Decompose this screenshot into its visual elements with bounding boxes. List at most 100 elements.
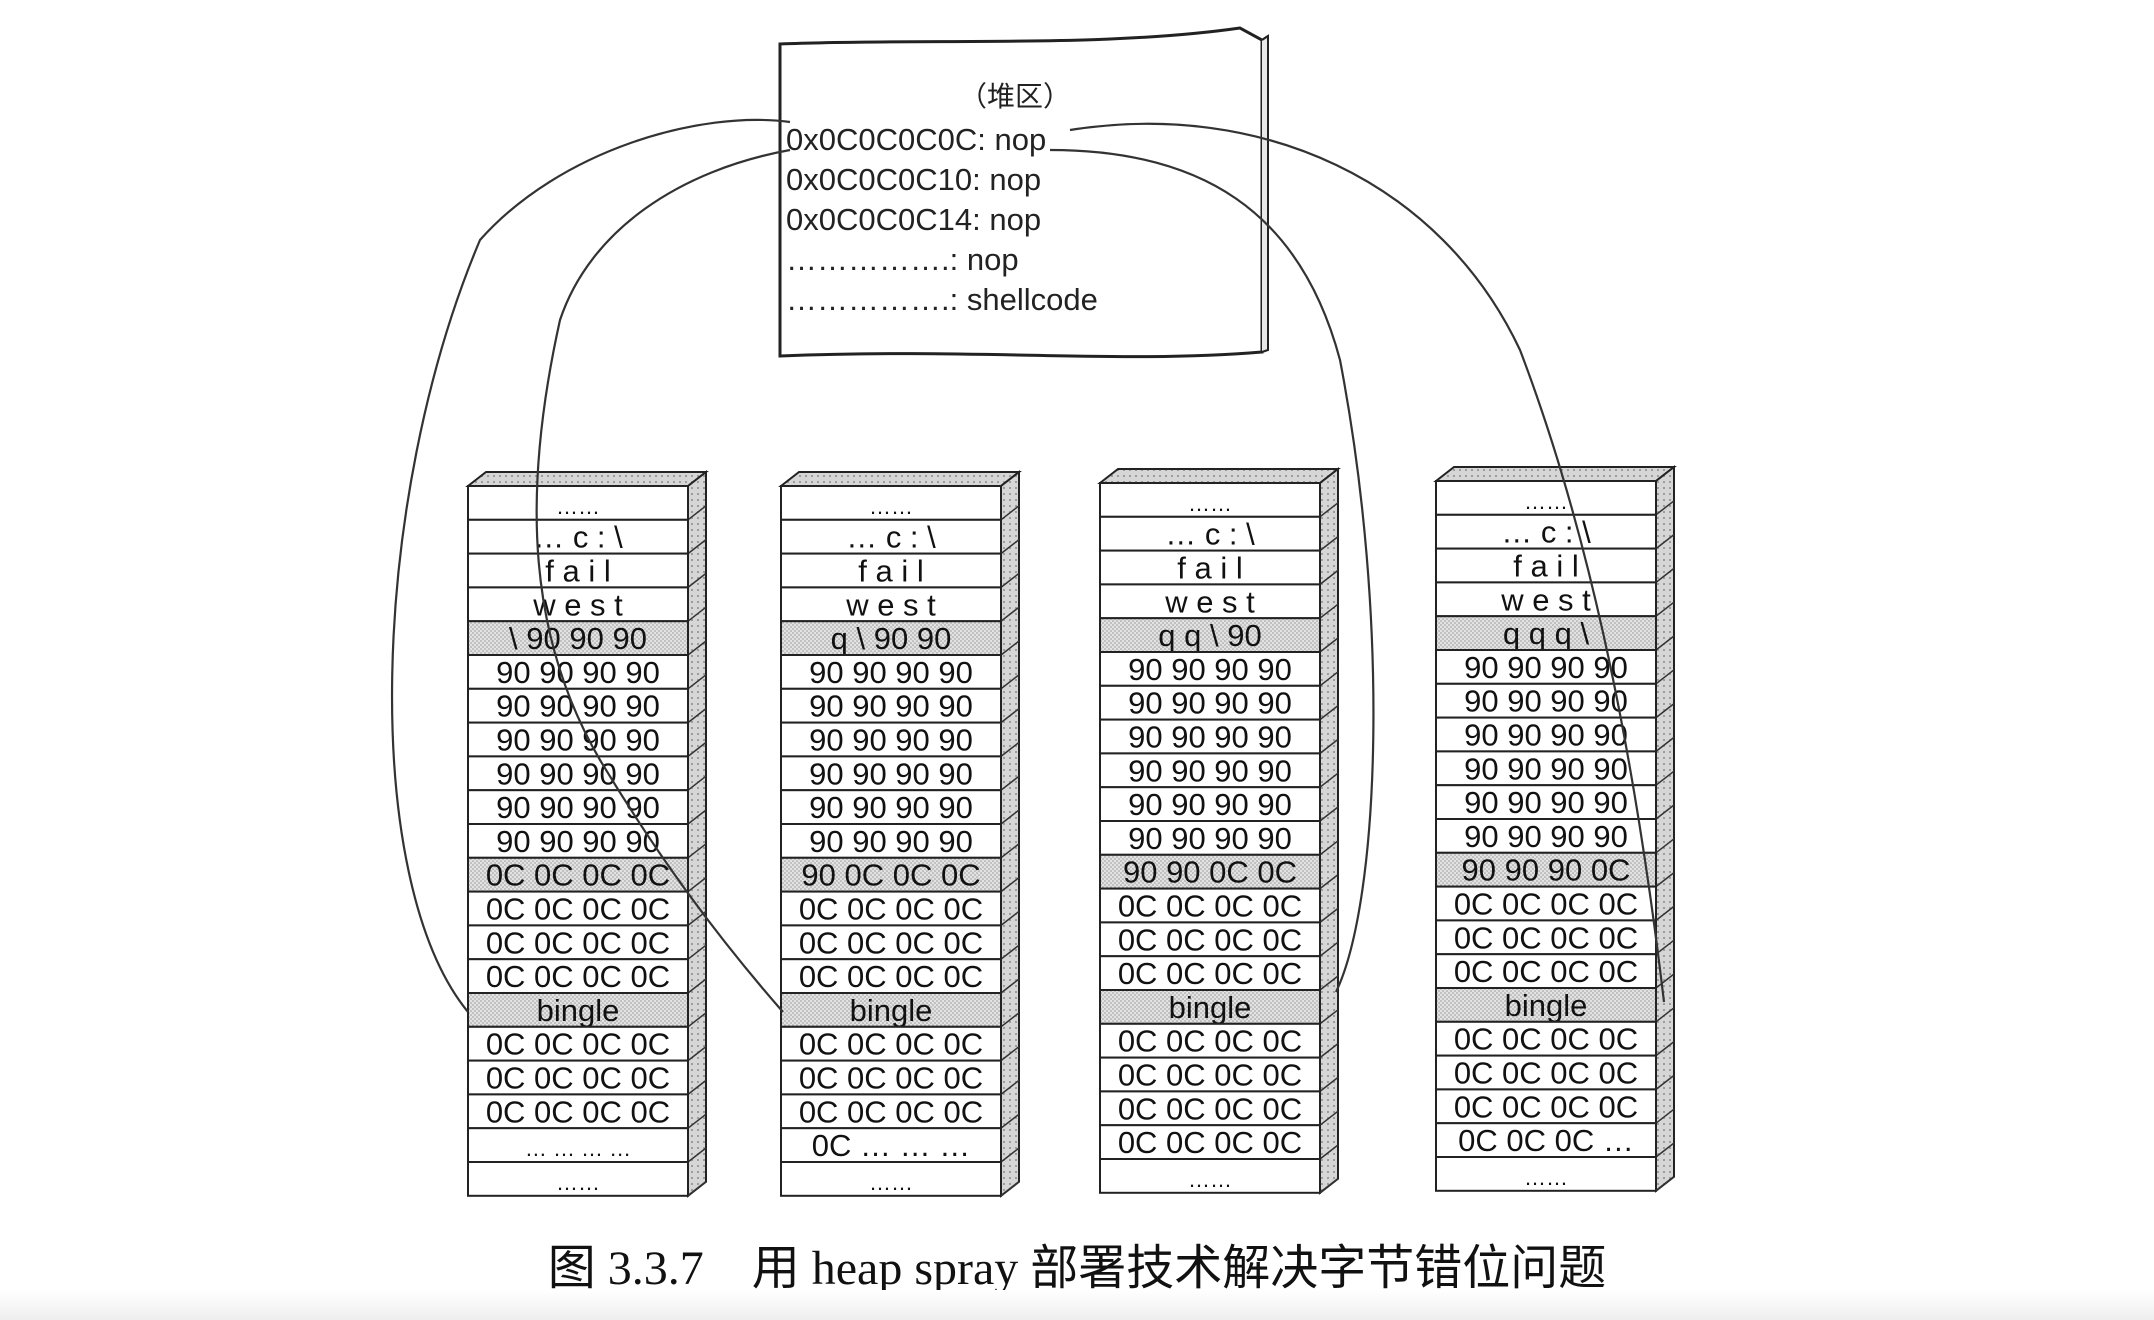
stack-top-face: [1097, 468, 1341, 484]
stack-cell-text: w e s t: [1500, 582, 1591, 617]
heap-line: …………….: nop: [786, 242, 1019, 277]
stack-cell-text: 90 90 0C 0C: [1123, 855, 1297, 890]
stack-cell-text: 0C 0C 0C 0C: [799, 1027, 983, 1062]
stack-top-face: [1433, 466, 1677, 482]
stack-cell: [467, 654, 689, 690]
stack-side-divider: [1319, 941, 1339, 957]
heap-title: （堆区）: [959, 80, 1071, 113]
stack-top-face: [778, 471, 1022, 487]
heap-line: …………….: shellcode: [786, 282, 1098, 317]
stack-side-divider: [687, 1046, 707, 1062]
stack-cell: [1099, 583, 1321, 620]
connector-stack1-bingle-to-heap: [390, 118, 791, 1013]
stack-cell-text: 90 90 90 90: [1128, 686, 1292, 721]
stack-cell-text: ……: [556, 494, 600, 519]
bingle-label: bingle: [537, 993, 620, 1028]
stack-side-divider: [1655, 534, 1675, 550]
stack-cell-text: 90 90 90 90: [1464, 819, 1628, 854]
stack-cell: [467, 958, 689, 995]
stack-side-divider: [1000, 1147, 1020, 1163]
stack-cell-text: w e s t: [1164, 584, 1255, 619]
stack-side-divider: [1000, 572, 1020, 588]
stack-side-divider: [687, 708, 707, 724]
stack-side-divider: [1655, 703, 1675, 719]
stack-side-divider: [1000, 809, 1020, 825]
stack-side-divider: [687, 606, 707, 622]
stack-side-divider: [687, 877, 707, 893]
connector-curves: [390, 118, 1666, 1013]
stack-cell-text: 90 90 90 90: [496, 790, 660, 825]
stack-cell-text: 0C … … …: [812, 1128, 970, 1163]
stack-cell-text: 0C 0C 0C 0C: [1454, 1022, 1638, 1057]
stack-side-divider: [687, 674, 707, 690]
stack-cell-text: 0C 0C 0C 0C: [1118, 1058, 1302, 1093]
stack-cell-text: 0C 0C 0C 0C: [799, 1094, 983, 1129]
stack-cell-text: 90 90 90 90: [809, 824, 973, 859]
bingle-label: bingle: [1169, 990, 1252, 1025]
stack-cell: [1099, 1158, 1321, 1194]
stack-cell-text: 90 90 90 90: [496, 824, 660, 859]
stack-cell-text: 0C 0C 0C 0C: [1118, 956, 1302, 991]
stack-cell: [1099, 1124, 1321, 1160]
stack-side-divider: [1000, 877, 1020, 893]
stack-side-divider: [1000, 1113, 1020, 1129]
stack-side-divider: [1655, 939, 1675, 955]
stack-cell: [467, 789, 689, 826]
stack-cell-text: 90 90 90 90: [1128, 753, 1292, 788]
stack-cell-text: f a i l: [545, 554, 610, 589]
stack-cell-text: 0C 0C 0C 0C: [1454, 887, 1638, 922]
stack-side-divider: [687, 505, 707, 521]
stack-cell-text: 0C 0C 0C 0C: [1118, 1091, 1302, 1126]
bingle-label: bingle: [850, 993, 933, 1028]
stack-cell-text: 0C 0C 0C 0C: [486, 925, 670, 960]
stack-side-divider: [1319, 772, 1339, 788]
stack-cell-text: 90 90 90 90: [1464, 650, 1628, 685]
stack-cell-text: 90 90 90 90: [496, 723, 660, 758]
stack-side-divider: [1000, 539, 1020, 555]
stack-cell: [467, 518, 689, 555]
stack-cell: [1099, 989, 1321, 1025]
stack-side-divider: [1319, 603, 1339, 619]
stack-side-divider: [1319, 806, 1339, 822]
stack-side-divider: [1319, 840, 1339, 856]
stack-side-divider: [1655, 669, 1675, 685]
connector-stack4-bingle-to-heap: [1069, 122, 1666, 1003]
stack-cell: [467, 755, 689, 792]
stack-cell: [1099, 1022, 1321, 1059]
stack-side-divider: [1319, 502, 1339, 518]
stack-side-divider: [1319, 1144, 1339, 1160]
stack-side-divider: [1000, 1181, 1020, 1197]
stack-side-divider: [687, 640, 707, 656]
stack-cell: [780, 958, 1002, 995]
stack-side-divider: [687, 775, 707, 791]
stack-side-divider: [1000, 741, 1020, 757]
heap-line: 0x0C0C0C10: nop: [786, 162, 1041, 197]
stack-cell-text: 90 90 90 90: [1464, 684, 1628, 719]
stack-side-divider: [1000, 640, 1020, 656]
connector-stack3-bingle-to-heap: [1049, 148, 1375, 993]
stack-cell-text: 90 90 90 90: [496, 655, 660, 690]
stack-side-divider: [1655, 567, 1675, 583]
stack-side-divider: [1000, 674, 1020, 690]
stack-cell-text: 0C 0C 0C 0C: [1118, 1125, 1302, 1160]
stack-side-divider: [687, 809, 707, 825]
heap-line: 0x0C0C0C14: nop: [786, 202, 1041, 237]
stack-cell-text: 90 90 90 90: [1128, 720, 1292, 755]
stack-cell-text: 90 90 90 90: [1464, 785, 1628, 820]
stack-cell: [1435, 1156, 1657, 1192]
stack-cell-text: 0C 0C 0C 0C: [1118, 889, 1302, 924]
page-bottom-shadow: [0, 1290, 2154, 1320]
stack-cell-text: … c : \: [533, 520, 623, 555]
stack-cell: [1099, 820, 1321, 856]
stack-cell: [1099, 651, 1321, 687]
stack-side-divider: [1000, 505, 1020, 521]
stack-cell: [780, 1059, 1002, 1096]
stack-cell: [467, 924, 689, 961]
stack-side-divider: [1319, 975, 1339, 991]
stack-cell: [1099, 921, 1321, 958]
stack-cell-text: 0C 0C 0C 0C: [799, 925, 983, 960]
